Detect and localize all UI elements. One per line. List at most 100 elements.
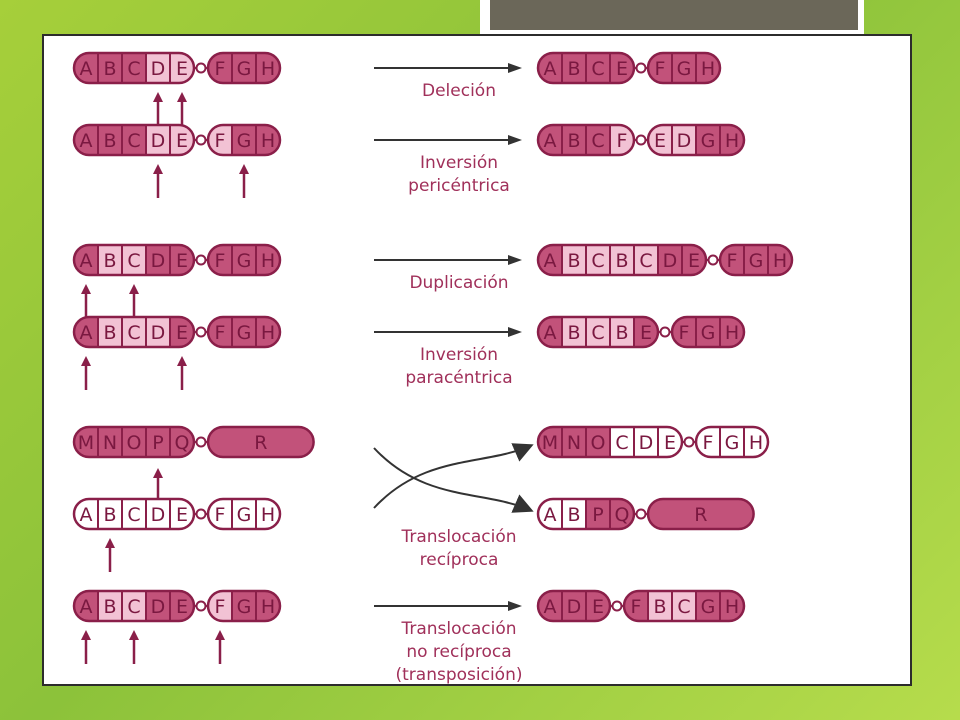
gene-label: A (80, 130, 93, 152)
centromere (195, 600, 207, 612)
gene-band (232, 317, 256, 347)
gene-label: D (151, 596, 166, 618)
gene-label: F (617, 130, 628, 152)
gene-band (232, 125, 256, 155)
gene-label: B (103, 130, 116, 152)
gene-band (98, 125, 122, 155)
gene-band (586, 245, 610, 275)
mutation-label: pericéntrica (408, 176, 510, 196)
gene-label: E (654, 130, 666, 152)
gene-band (648, 499, 754, 529)
gene-label: P (152, 432, 163, 454)
gene-label: C (127, 130, 140, 152)
gene-label: G (701, 322, 716, 344)
gene-label: E (176, 250, 188, 272)
gene-label: H (725, 130, 739, 152)
gene-band (696, 591, 720, 621)
gene-band (98, 245, 122, 275)
gene-label: F (215, 596, 226, 618)
centromere (707, 254, 719, 266)
centromere (635, 62, 647, 74)
gene-label: B (567, 504, 580, 526)
gene-band (98, 499, 122, 529)
breakpoint-arrow (215, 630, 225, 664)
gene-label: C (591, 322, 604, 344)
gene-label: H (725, 596, 739, 618)
gene-label: M (78, 432, 94, 454)
gene-label: H (261, 130, 275, 152)
gene-label: N (567, 432, 581, 454)
gene-label: G (701, 596, 716, 618)
gene-band (232, 591, 256, 621)
gene-band (562, 245, 586, 275)
gene-label: A (80, 322, 93, 344)
gene-band (586, 125, 610, 155)
translocation-arrow-up (373, 443, 534, 509)
gene-label: C (615, 432, 628, 454)
gene-band (98, 317, 122, 347)
gene-label: Q (615, 504, 630, 526)
gene-label: E (176, 504, 188, 526)
gene-band (122, 245, 146, 275)
gene-label: G (677, 58, 692, 80)
mutation-label: Translocación (400, 619, 516, 639)
gene-band (610, 427, 634, 457)
centromere (635, 508, 647, 520)
gene-band (744, 245, 768, 275)
gene-label: N (103, 432, 117, 454)
gene-label: C (127, 250, 140, 272)
gene-label: F (727, 250, 738, 272)
gene-band (208, 427, 314, 457)
gene-label: H (725, 322, 739, 344)
breakpoint-arrow (153, 92, 163, 126)
gene-band (122, 591, 146, 621)
gene-band (562, 591, 586, 621)
gene-label: A (80, 58, 93, 80)
gene-band (562, 427, 586, 457)
gene-label: B (615, 322, 628, 344)
gene-band (720, 427, 744, 457)
gene-band (232, 53, 256, 83)
gene-label: D (151, 250, 166, 272)
centromere (683, 436, 695, 448)
gene-label: C (591, 58, 604, 80)
centromere (635, 134, 647, 146)
gene-band (586, 53, 610, 83)
gene-band (562, 53, 586, 83)
gene-band (146, 245, 170, 275)
gene-label: G (725, 432, 740, 454)
gene-label: D (151, 58, 166, 80)
gene-label: F (215, 504, 226, 526)
gene-label: G (237, 250, 252, 272)
gene-label: G (237, 504, 252, 526)
gene-label: C (127, 504, 140, 526)
gene-label: F (631, 596, 642, 618)
gene-label: Q (175, 432, 190, 454)
breakpoint-arrow (153, 164, 163, 198)
gene-band (696, 317, 720, 347)
breakpoint-arrow (81, 356, 91, 390)
gene-label: E (176, 58, 188, 80)
gene-band (146, 499, 170, 529)
gene-band (610, 245, 634, 275)
gene-label: M (542, 432, 558, 454)
gene-band (562, 125, 586, 155)
gene-band (672, 53, 696, 83)
centromere (195, 508, 207, 520)
gene-label: G (749, 250, 764, 272)
gene-band (146, 53, 170, 83)
